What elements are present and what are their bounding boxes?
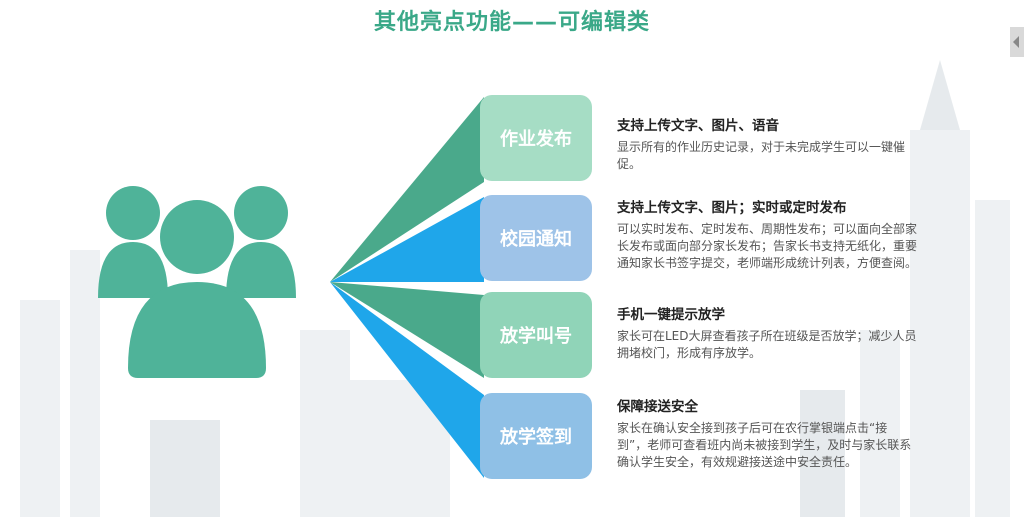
feature-heading: 保障接送安全: [617, 399, 698, 415]
feature-desc-dismissal-call: 手机一键提示放学 家长可在LED大屏查看孩子所在班级是否放学；减少人员拥堵校门，…: [617, 305, 917, 362]
spike-1: [330, 197, 484, 282]
feature-text: 可以实时发布、定时发布、周期性发布；可以面向全部家长发布或面向部分家长发布；告家…: [617, 222, 918, 270]
spike-0: [330, 97, 484, 282]
feature-label-notice[interactable]: 校园通知: [480, 195, 592, 281]
feature-label-homework[interactable]: 作业发布: [480, 95, 592, 181]
feature-desc-notice: 支持上传文字、图片；实时或定时发布 可以实时发布、定时发布、周期性发布；可以面向…: [617, 198, 917, 272]
users-icon: [98, 186, 296, 378]
page-title: 其他亮点功能——可编辑类: [373, 10, 650, 35]
feature-heading: 手机一键提示放学: [617, 307, 725, 323]
spike-3: [330, 282, 484, 478]
feature-text: 家长可在LED大屏查看孩子所在班级是否放学；减少人员拥堵校门，形成有序放学。: [617, 329, 917, 360]
feature-heading: 支持上传文字、图片、语音: [617, 118, 779, 134]
feature-text: 家长在确认安全接到孩子后可在农行掌银端点击“接到”，老师可查看班内尚未被接到学生…: [617, 421, 912, 469]
feature-text: 显示所有的作业历史记录，对于未完成学生可以一键催促。: [617, 140, 906, 171]
spike-2: [330, 282, 484, 378]
feature-label-pickup-checkin[interactable]: 放学签到: [480, 393, 592, 479]
fan-spikes: [330, 97, 484, 478]
collapse-arrow-icon[interactable]: [1010, 26, 1024, 58]
feature-heading: 支持上传文字、图片；实时或定时发布: [617, 200, 847, 216]
feature-desc-homework: 支持上传文字、图片、语音 显示所有的作业历史记录，对于未完成学生可以一键催促。: [617, 116, 917, 173]
feature-label-dismissal-call[interactable]: 放学叫号: [480, 292, 592, 378]
feature-desc-pickup-checkin: 保障接送安全 家长在确认安全接到孩子后可在农行掌银端点击“接到”，老师可查看班内…: [617, 397, 917, 471]
